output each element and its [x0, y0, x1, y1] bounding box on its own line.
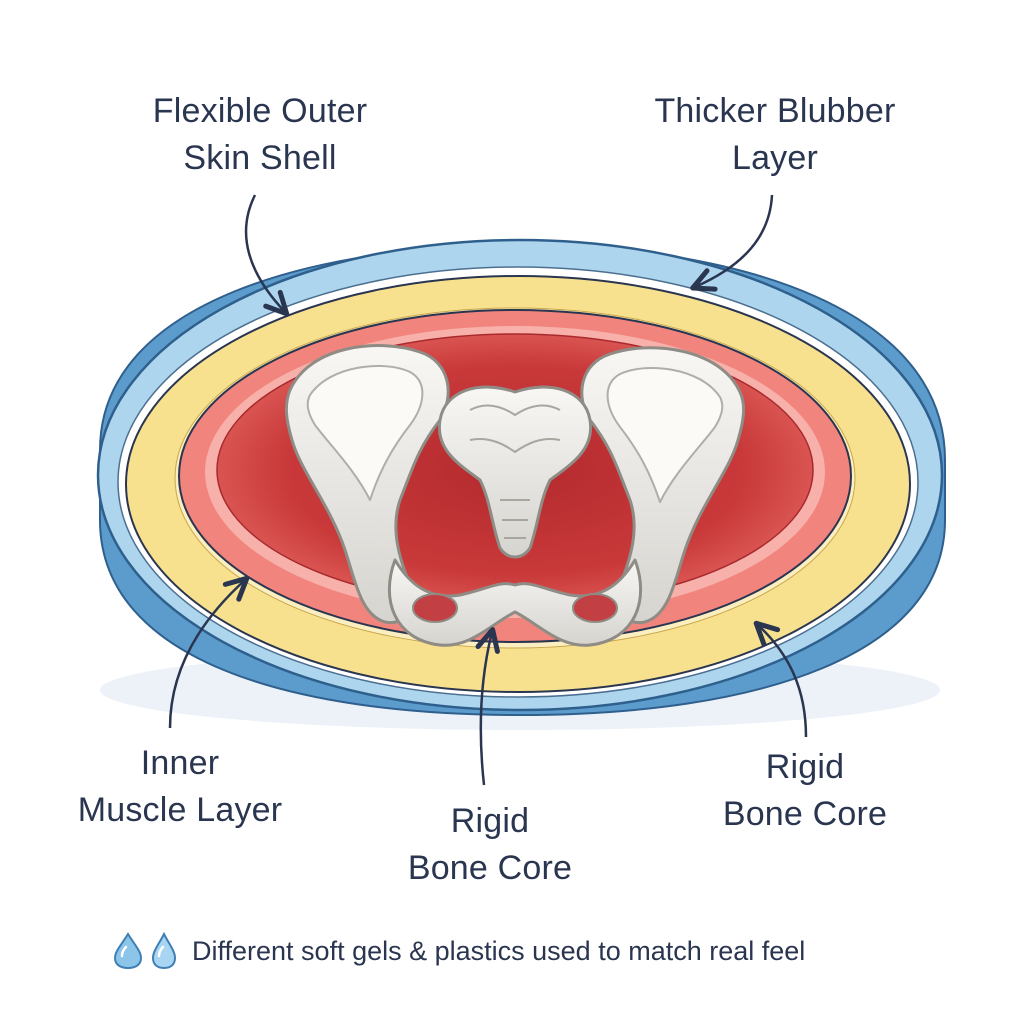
blubber-label-line2: Layer: [731, 139, 819, 177]
bone-right-label-line2: Bone Core: [722, 795, 888, 833]
bone-center-leader-arrow: [475, 627, 500, 786]
blubber-layer-label: Thicker Blubber Layer: [600, 88, 950, 182]
muscle-leader-arrow: [168, 575, 250, 729]
muscle-label-line1: Inner: [140, 744, 220, 782]
blubber-leader-arrow: [690, 194, 774, 292]
bone-right-label-line1: Rigid: [765, 748, 845, 786]
footnote-text: Different soft gels & plastics used to m…: [192, 935, 806, 966]
muscle-label-line2: Muscle Layer: [77, 791, 283, 829]
bone-right-leader-arrow: [753, 620, 808, 738]
muscle-layer-label: Inner Muscle Layer: [20, 740, 340, 834]
droplet-icons: [112, 932, 178, 970]
skin-leader-arrow: [244, 194, 290, 317]
water-droplet-icon: [151, 932, 177, 970]
footnote: Different soft gels & plastics used to m…: [112, 928, 972, 974]
skin-label-line1: Flexible Outer: [152, 92, 368, 130]
blubber-label-line1: Thicker Blubber: [654, 92, 896, 130]
bone-core-center-label: Rigid Bone Core: [360, 798, 620, 892]
pelvis-bone: [284, 344, 746, 647]
bone-core-right-label: Rigid Bone Core: [680, 744, 930, 838]
bone-center-label-line1: Rigid: [450, 802, 530, 840]
skin-shell-label: Flexible Outer Skin Shell: [95, 88, 425, 182]
skin-label-line2: Skin Shell: [183, 139, 337, 177]
bone-center-label-line2: Bone Core: [407, 849, 573, 887]
water-droplet-icon: [113, 932, 143, 970]
